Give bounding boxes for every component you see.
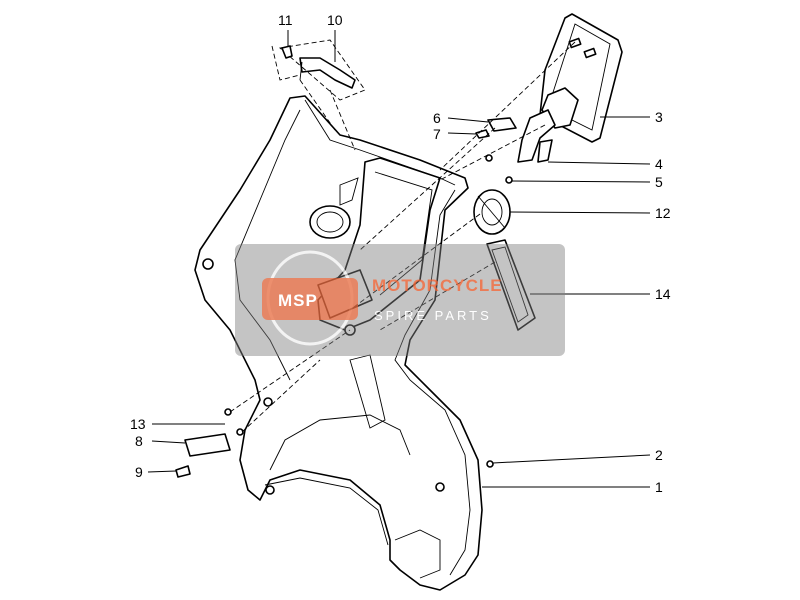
panel-screw [486, 460, 494, 468]
small-cover [184, 433, 231, 457]
watermark-subtitle: SPIRE PARTS [374, 308, 492, 323]
cover-plate [486, 239, 536, 331]
callout-9: 9 [135, 464, 143, 480]
callout-8: 8 [135, 433, 143, 449]
callout-13: 13 [130, 416, 146, 432]
watermark-logo-badge [262, 278, 358, 320]
callout-7: 7 [433, 126, 441, 142]
assembly-lines [229, 41, 576, 433]
callout-5: 5 [655, 174, 663, 190]
callout-10: 10 [327, 12, 343, 28]
callout-6: 6 [433, 110, 441, 126]
spring-clip [271, 45, 301, 81]
callout-11: 11 [278, 12, 293, 28]
callout-labels: 1 2 3 4 5 6 7 8 9 10 11 12 13 14 [130, 12, 671, 495]
hinge-screw [505, 176, 513, 184]
watermark-panel [235, 244, 565, 356]
watermark-logo-text: MSP [278, 291, 318, 310]
clip [487, 117, 517, 132]
callout-14: 14 [655, 286, 671, 302]
lock-lever [278, 39, 366, 101]
callout-3: 3 [655, 109, 663, 125]
callout-12: 12 [655, 205, 671, 221]
clip-screws [475, 129, 493, 162]
hinge [517, 109, 556, 163]
callout-1: 1 [655, 479, 663, 495]
watermark: MSP MOTORCYCLE SPIRE PARTS [235, 244, 565, 356]
cover-screw [175, 465, 191, 478]
leader-lines [147, 30, 651, 488]
watermark-title: MOTORCYCLE [372, 276, 503, 295]
callout-4: 4 [655, 156, 663, 172]
panel-screws [224, 408, 244, 436]
callout-2: 2 [655, 447, 663, 463]
fuel-cap [473, 189, 511, 235]
